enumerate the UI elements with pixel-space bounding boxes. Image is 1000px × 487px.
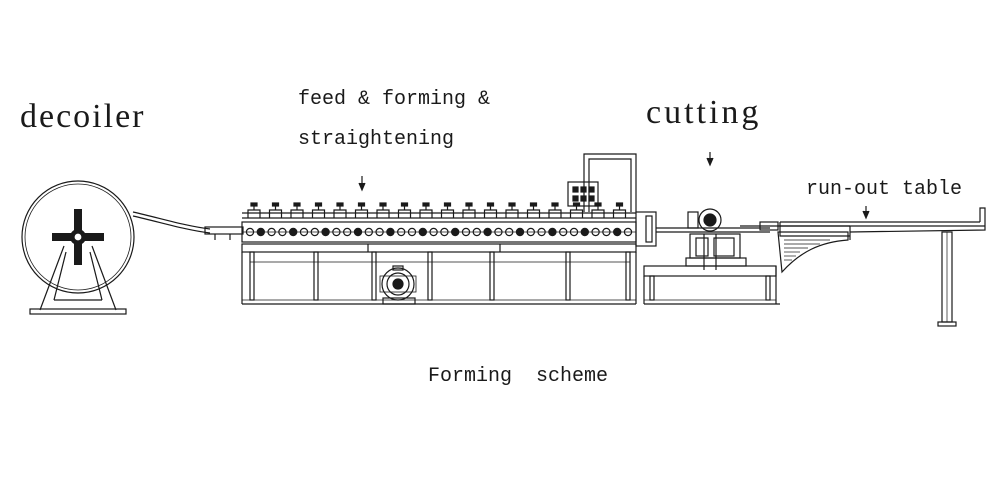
forming-machine	[204, 202, 657, 305]
forming-roller	[278, 227, 287, 237]
forming-roller	[343, 227, 352, 237]
forming-roller	[505, 227, 514, 237]
decoiler-unit	[21, 180, 211, 315]
runout-arrow-icon	[862, 206, 870, 220]
forming-stand	[526, 202, 541, 218]
forming-roller	[364, 227, 373, 237]
forming-roller	[613, 227, 622, 237]
control-box	[567, 153, 637, 212]
decoiler-label: decoiler	[20, 98, 146, 135]
forming-stand	[333, 202, 347, 218]
forming-roller	[375, 227, 384, 237]
diagram-caption: Forming scheme	[428, 365, 609, 388]
forming-roller	[429, 227, 438, 237]
runout-table	[740, 207, 986, 327]
forming-roller	[245, 227, 255, 237]
forming-roller	[299, 227, 309, 237]
forming-stand	[268, 202, 283, 218]
forming-stand	[505, 202, 519, 218]
forming-stand	[483, 202, 498, 218]
forming-roller	[321, 227, 330, 237]
forming-roller	[494, 227, 503, 237]
forming-roller	[602, 227, 611, 237]
forming-roller	[472, 227, 481, 237]
forming-roller	[569, 227, 579, 237]
forming-roller	[418, 227, 427, 237]
forming-stand	[290, 202, 304, 218]
forming-roller	[397, 227, 406, 237]
forming-stand	[419, 202, 433, 218]
forming-roller	[461, 227, 471, 237]
forming-stand	[311, 202, 326, 218]
forming-roller	[332, 227, 341, 237]
forming-stand	[354, 202, 369, 218]
forming-roller	[353, 227, 363, 237]
runout-table-label: run-out table	[806, 178, 963, 201]
cutting-unit	[643, 208, 780, 305]
forming-roller	[440, 227, 449, 237]
forming-roller	[559, 227, 568, 237]
forming-roller	[591, 227, 600, 237]
forming-roller	[256, 227, 265, 237]
forming-roller	[580, 227, 590, 237]
forming-roller	[289, 227, 298, 237]
forming-stand	[569, 202, 584, 218]
forming-stand	[548, 202, 562, 218]
forming-stand	[397, 202, 412, 218]
feed-arrow-icon	[358, 176, 366, 192]
forming-roller	[267, 227, 276, 237]
cutting-label: cutting	[646, 94, 762, 131]
forming-roller	[515, 227, 525, 237]
forming-roller	[483, 227, 492, 237]
forming-roller	[451, 227, 460, 237]
forming-roller	[623, 227, 633, 237]
feed-forming-label-line2: straightening	[298, 128, 455, 151]
forming-roller	[526, 227, 536, 237]
forming-roller	[537, 227, 546, 237]
forming-stand	[247, 202, 261, 218]
forming-roller	[548, 227, 557, 237]
forming-roller	[407, 227, 417, 237]
forming-roller	[310, 227, 319, 237]
forming-stand	[376, 202, 390, 218]
forming-stand	[440, 202, 455, 218]
forming-roller	[386, 227, 395, 237]
forming-stand	[612, 202, 627, 218]
drive-motor-icon	[379, 265, 417, 305]
cutting-arrow-icon	[706, 152, 714, 167]
feed-forming-label-line1: feed & forming &	[298, 88, 491, 111]
forming-stand	[462, 202, 476, 218]
